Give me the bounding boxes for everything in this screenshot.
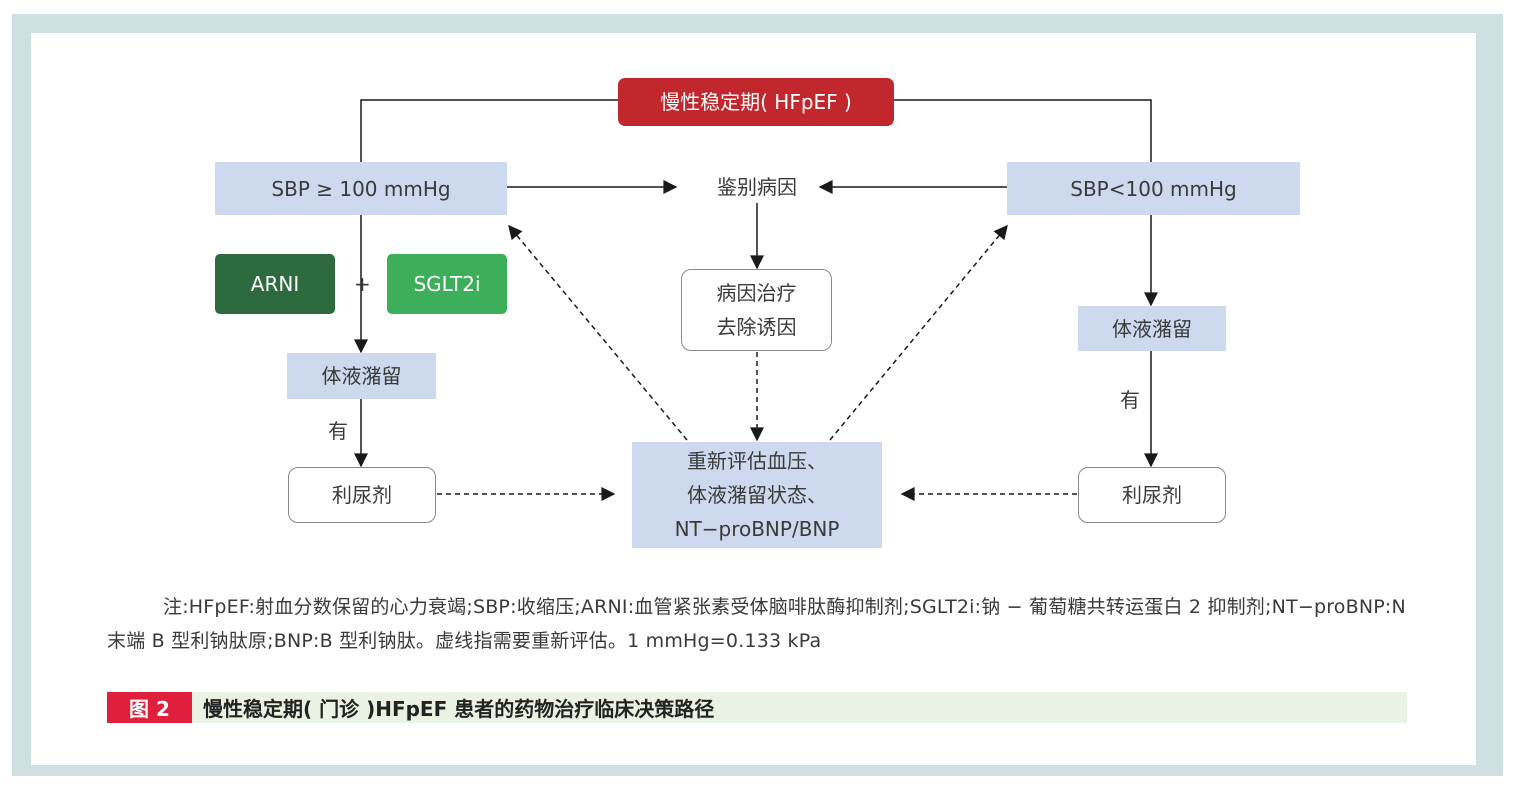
line-top-to-sbp-high bbox=[360, 99, 620, 162]
node-fluid-retention-right: 体液潴留 bbox=[1078, 306, 1226, 351]
label-yes-right: 有 bbox=[1120, 388, 1140, 412]
node-sbp-low: SBP<100 mmHg bbox=[1007, 162, 1300, 215]
line-top-to-sbp-low bbox=[893, 99, 1152, 162]
node-sglt2i: SGLT2i bbox=[387, 254, 507, 314]
dashed-arrow-reassess-to-sbp-high bbox=[508, 224, 688, 441]
figure-number-tag: 图 2 bbox=[107, 692, 192, 723]
caption-bar bbox=[107, 692, 1407, 723]
content-panel bbox=[31, 33, 1476, 765]
node-sbp-high: SBP ≥ 100 mmHg bbox=[215, 162, 507, 215]
figure-note: 注:HFpEF:射血分数保留的心力衰竭;SBP:收缩压;ARNI:血管紧张素受体… bbox=[107, 596, 1406, 652]
node-reassess: 重新评估血压、 体液潴留状态、 NT−proBNP/BNP bbox=[632, 442, 882, 548]
node-fluid-retention-left: 体液潴留 bbox=[287, 353, 436, 399]
node-chronic-stable-phase: 慢性稳定期( HFpEF ) bbox=[618, 78, 894, 126]
label-yes-left: 有 bbox=[328, 419, 348, 443]
plus-sign: + bbox=[354, 272, 371, 296]
node-diuretic-right: 利尿剂 bbox=[1078, 467, 1226, 523]
node-etiology-treatment: 病因治疗 去除诱因 bbox=[681, 269, 832, 351]
dashed-arrow-reassess-to-sbp-low bbox=[829, 224, 1008, 441]
node-diuretic-left: 利尿剂 bbox=[288, 467, 436, 523]
figure-caption: 慢性稳定期( 门诊 )HFpEF 患者的药物治疗临床决策路径 bbox=[203, 697, 715, 721]
node-diagnose-etiology: 鉴别病因 bbox=[717, 175, 797, 199]
node-arni: ARNI bbox=[215, 254, 335, 314]
